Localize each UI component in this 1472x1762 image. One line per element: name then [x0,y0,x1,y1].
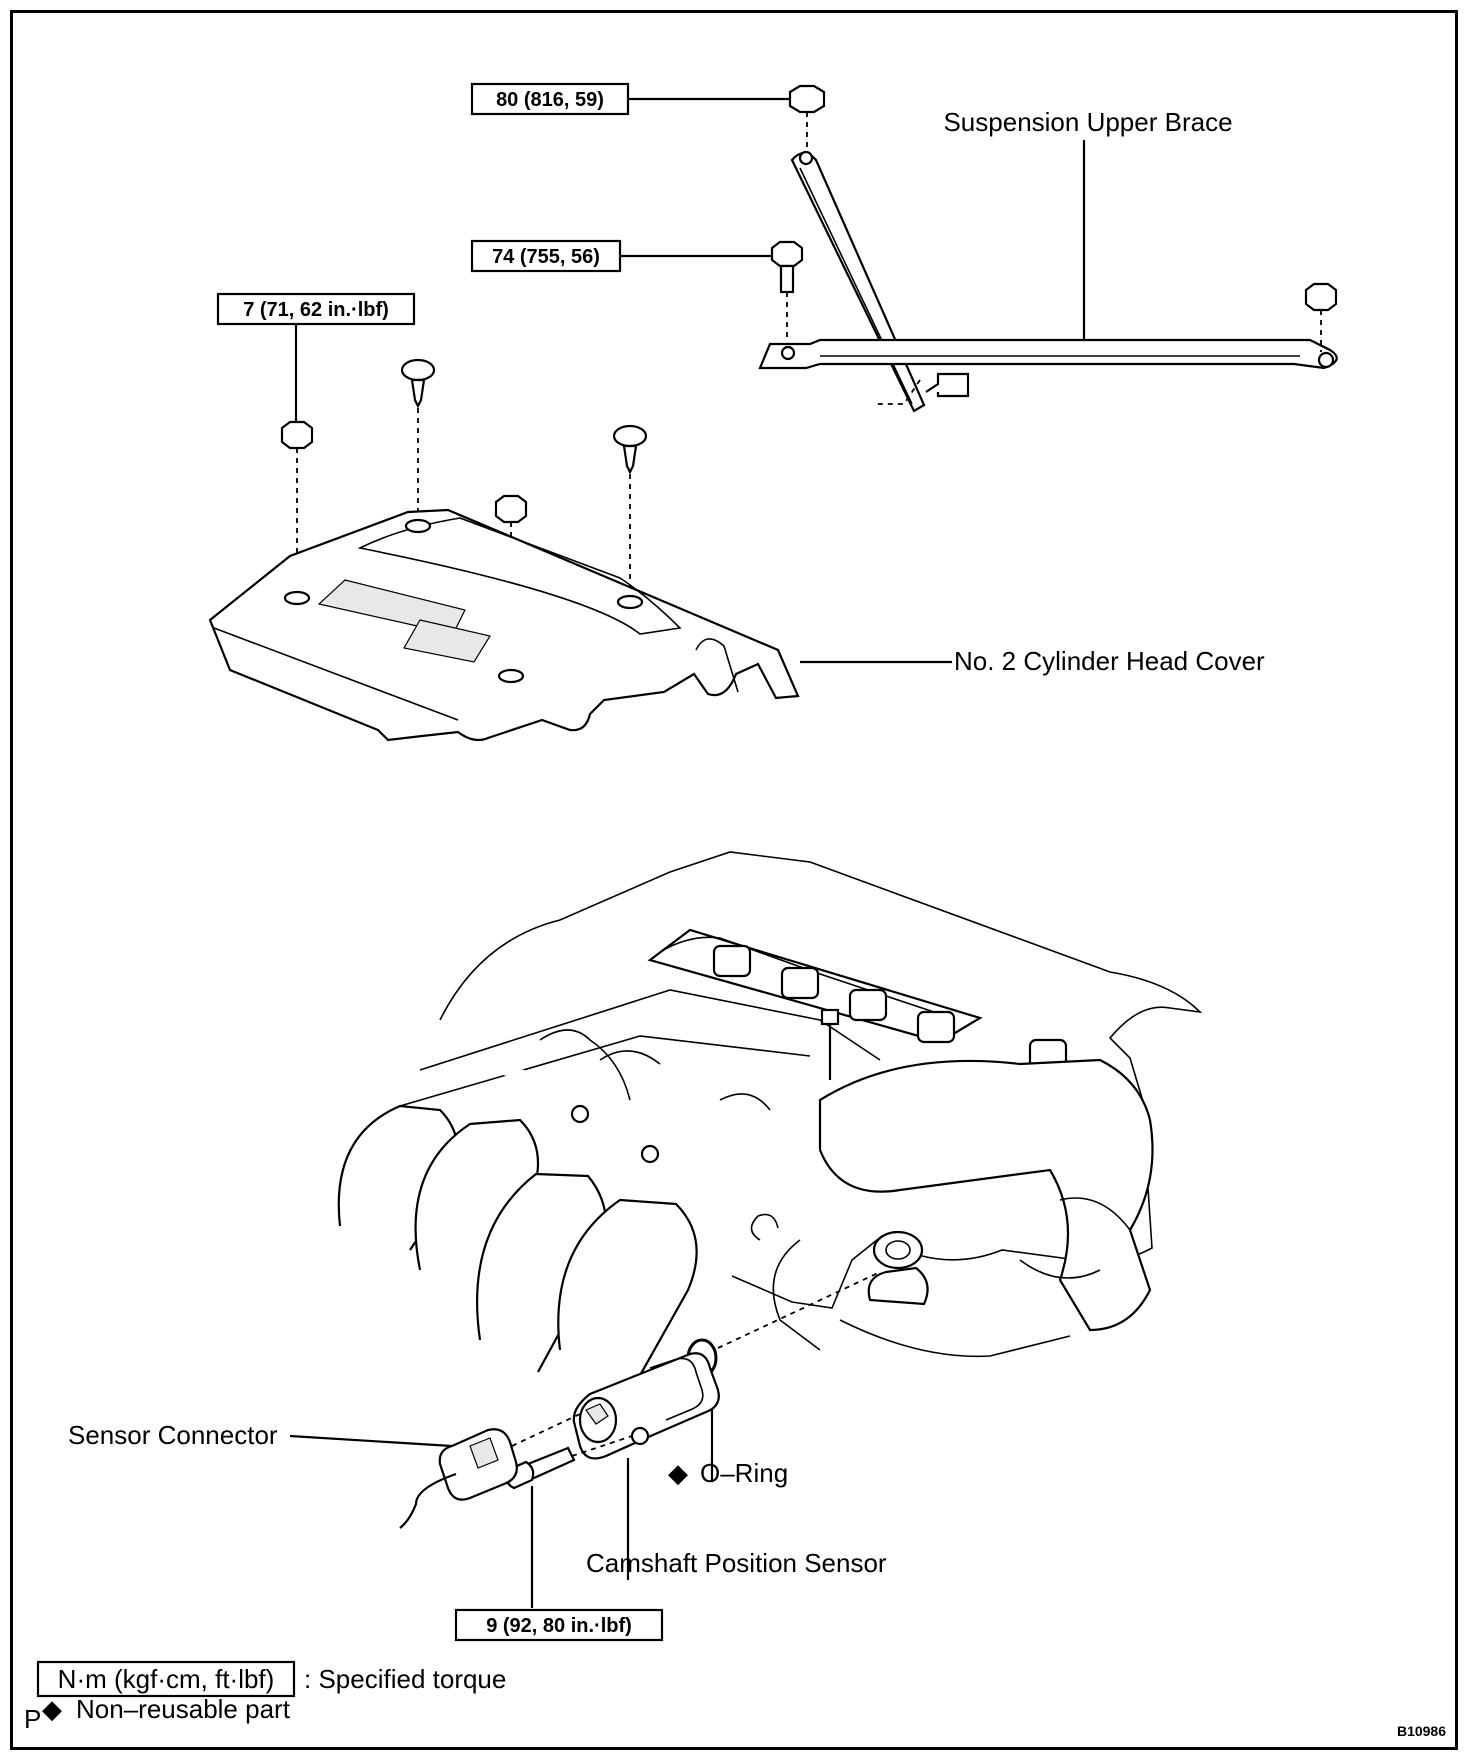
torque-box-9 [454,1608,664,1642]
nut-icon [788,84,826,114]
nut-icon [494,494,528,524]
legend: N·m (kgf·cm, ft·lbf) : Specified torque … [24,1660,506,1734]
legend-unit-desc: : Specified torque [304,1664,506,1694]
torque-value-7: 7 (71, 62 in.·lbf) [243,299,389,321]
legend-marker: ◆ [42,1694,62,1724]
legend-torque-box [36,1660,296,1698]
bolt-head-icon [770,240,804,268]
camshaft-position-sensor-label: Camshaft Position Sensor [586,1548,887,1578]
sensor-connector-part [399,1413,581,1529]
cylinder-head-cover [208,508,800,742]
brace-nut-80: 80 (816, 59) [470,82,826,150]
torque-value-80: 80 (816, 59) [496,89,604,111]
figure-code: B10986 [1397,1723,1446,1739]
suspension-brace [758,150,1338,413]
clip-right [612,424,648,598]
cylinder-head-cover-label: No. 2 Cylinder Head Cover [954,646,1265,676]
engine-assembly [337,851,1203,1387]
brace-bolt-74: 74 (755, 56) [470,239,804,340]
legend-marker-desc: Non–reusable part [76,1694,291,1724]
legend-corner-letter: P [24,1704,41,1734]
legend-unit: N·m (kgf·cm, ft·lbf) [58,1664,275,1694]
lower-bolt-icon [925,372,970,398]
camshaft-position-sensor-part [572,1352,720,1580]
o-ring-part [686,1271,881,1482]
right-nut-icon [1304,282,1338,312]
torque-box-80 [470,82,630,116]
sensor-bolt-part [505,1435,633,1608]
cover-nut-7: 7 (71, 62 in.·lbf) [216,292,416,590]
o-ring-marker: ◆ [668,1458,688,1488]
torque-value-9: 9 (92, 80 in.·lbf) [486,1615,632,1637]
o-ring-label: O–Ring [700,1458,788,1488]
nut-icon [280,420,314,450]
clip-left [400,358,436,520]
suspension-upper-brace-label: Suspension Upper Brace [943,107,1232,137]
torque-box-7 [216,292,416,326]
sensor-connector-label: Sensor Connector [68,1420,278,1450]
torque-value-74: 74 (755, 56) [492,246,600,268]
